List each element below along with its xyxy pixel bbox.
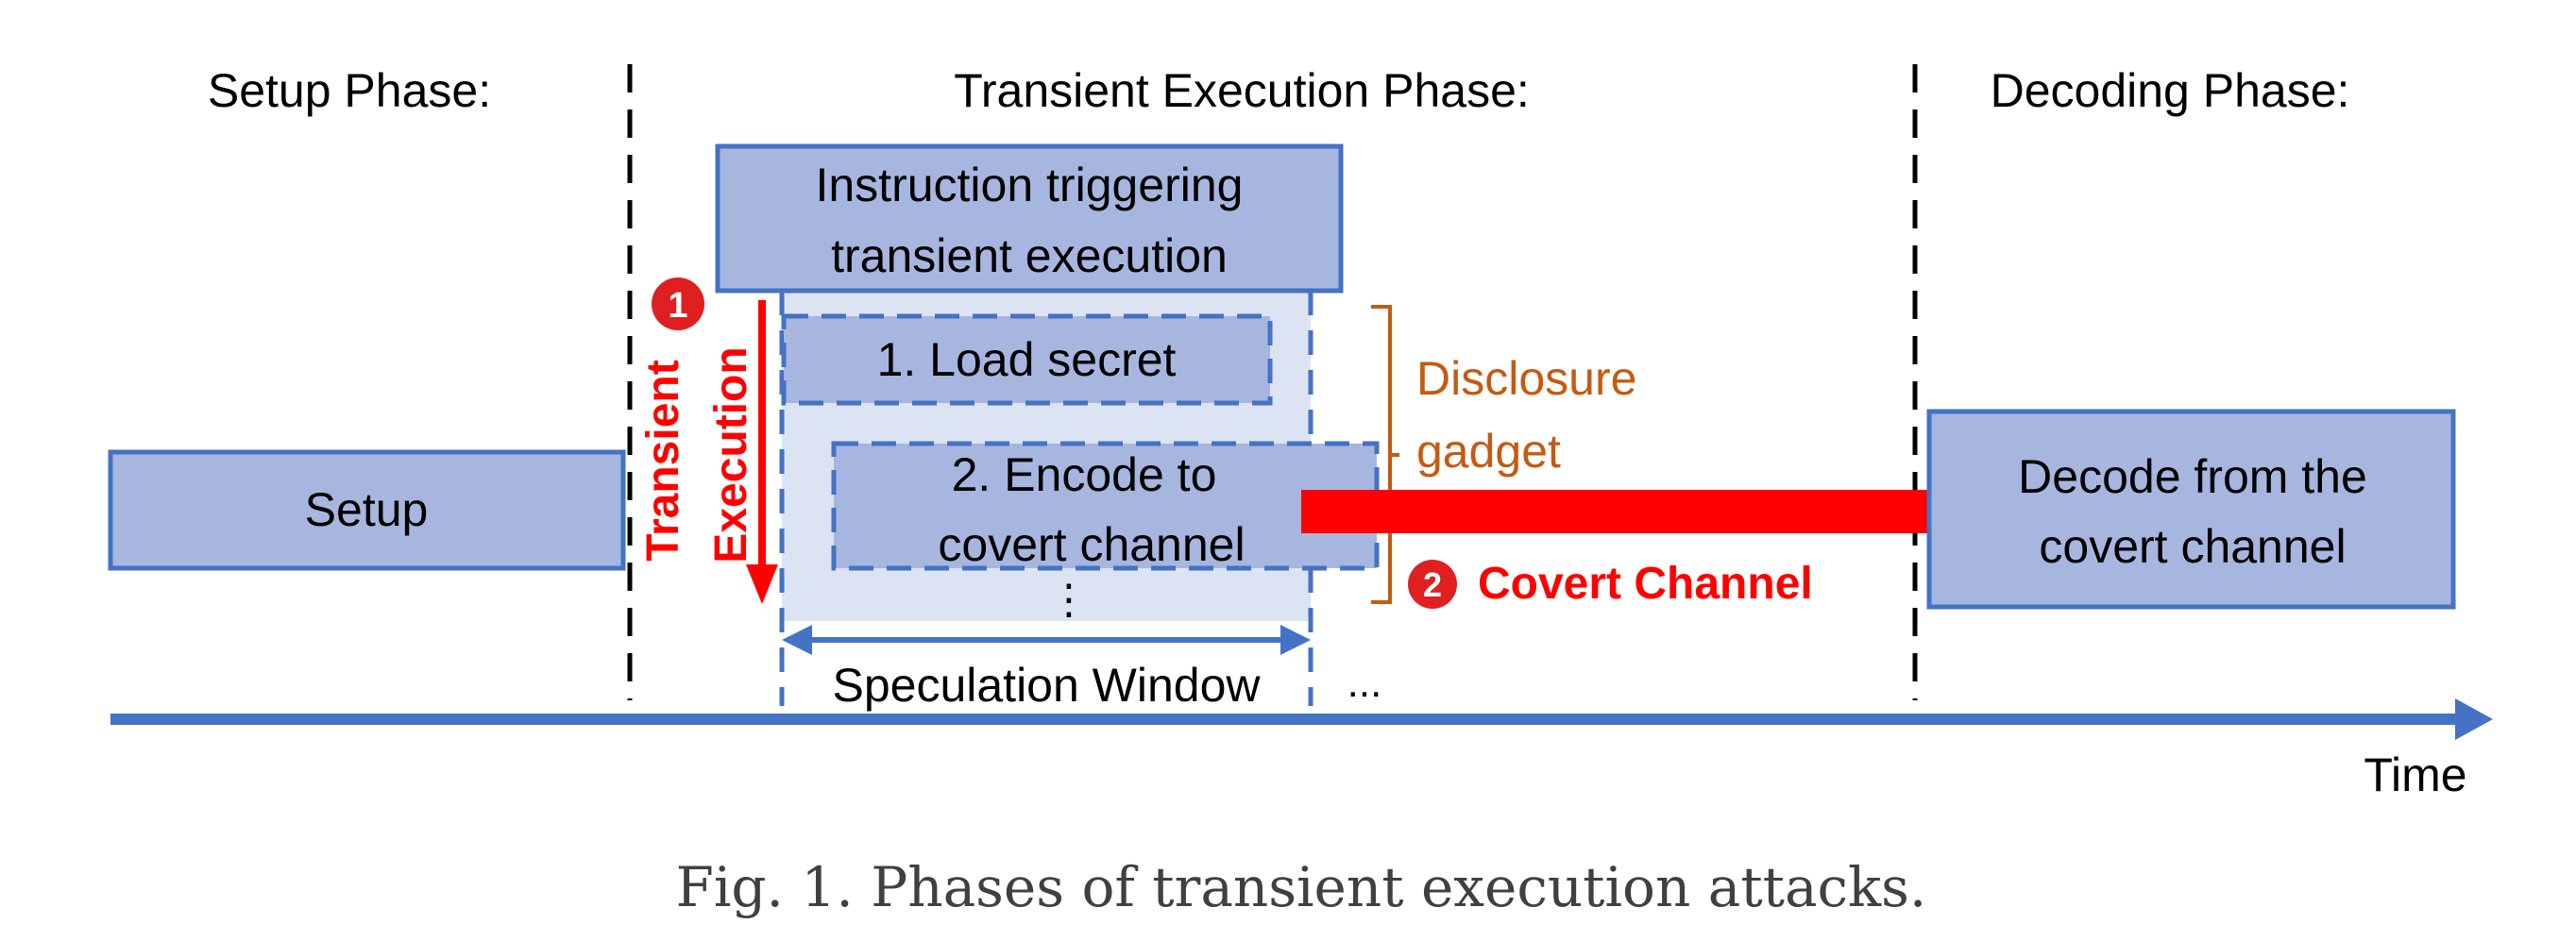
covert-channel-label: Covert Channel (1478, 559, 1813, 609)
step2-badge (1408, 560, 1457, 609)
trigger-instruction-line2: transient execution (831, 229, 1228, 282)
step1-badge-number: 1 (668, 286, 687, 326)
decode-box (1926, 409, 2456, 610)
trailing-ellipsis: ... (1347, 660, 1382, 706)
figure-caption: Fig. 1. Phases of transient execution at… (676, 855, 1927, 919)
disclosure-gadget-line2: gadget (1416, 425, 1561, 478)
covert-channel-arrow-shaft (1301, 490, 1976, 533)
setup-phase-heading: Setup Phase: (208, 64, 491, 117)
encode-line2: covert channel (938, 518, 1245, 571)
decode-line1: Decode from the (2018, 450, 2367, 503)
trigger-instruction-box (715, 143, 1344, 294)
encode-line1: 2. Encode to (952, 448, 1217, 501)
load-secret-label: 1. Load secret (877, 333, 1177, 386)
decode-line2: covert channel (2039, 520, 2346, 573)
time-axis-arrow-head (2455, 698, 2493, 740)
time-axis-label: Time (2364, 748, 2466, 801)
step2-badge-number: 2 (1423, 565, 1442, 604)
load-secret-box (781, 313, 1273, 406)
decoding-phase-heading: Decoding Phase: (1991, 64, 2350, 117)
vertical-ellipsis: ⋮ (1048, 577, 1090, 623)
step1-badge (652, 277, 704, 330)
disclosure-gadget-line1: Disclosure (1416, 352, 1636, 405)
speculation-window-label: Speculation Window (832, 659, 1261, 712)
trigger-instruction-line1: Instruction triggering (815, 159, 1243, 211)
transient-execution-arrow-head (746, 564, 778, 604)
speculation-window-arrow-right-head (1280, 625, 1311, 655)
execution-vertical-label: Execution (706, 346, 756, 563)
transient-execution-phase-heading: Transient Execution Phase: (954, 64, 1530, 117)
speculation-window-arrow-left-head (782, 625, 812, 655)
setup-box-label: Setup (305, 483, 429, 536)
transient-vertical-label: Transient (638, 360, 688, 561)
setup-box (108, 449, 626, 571)
